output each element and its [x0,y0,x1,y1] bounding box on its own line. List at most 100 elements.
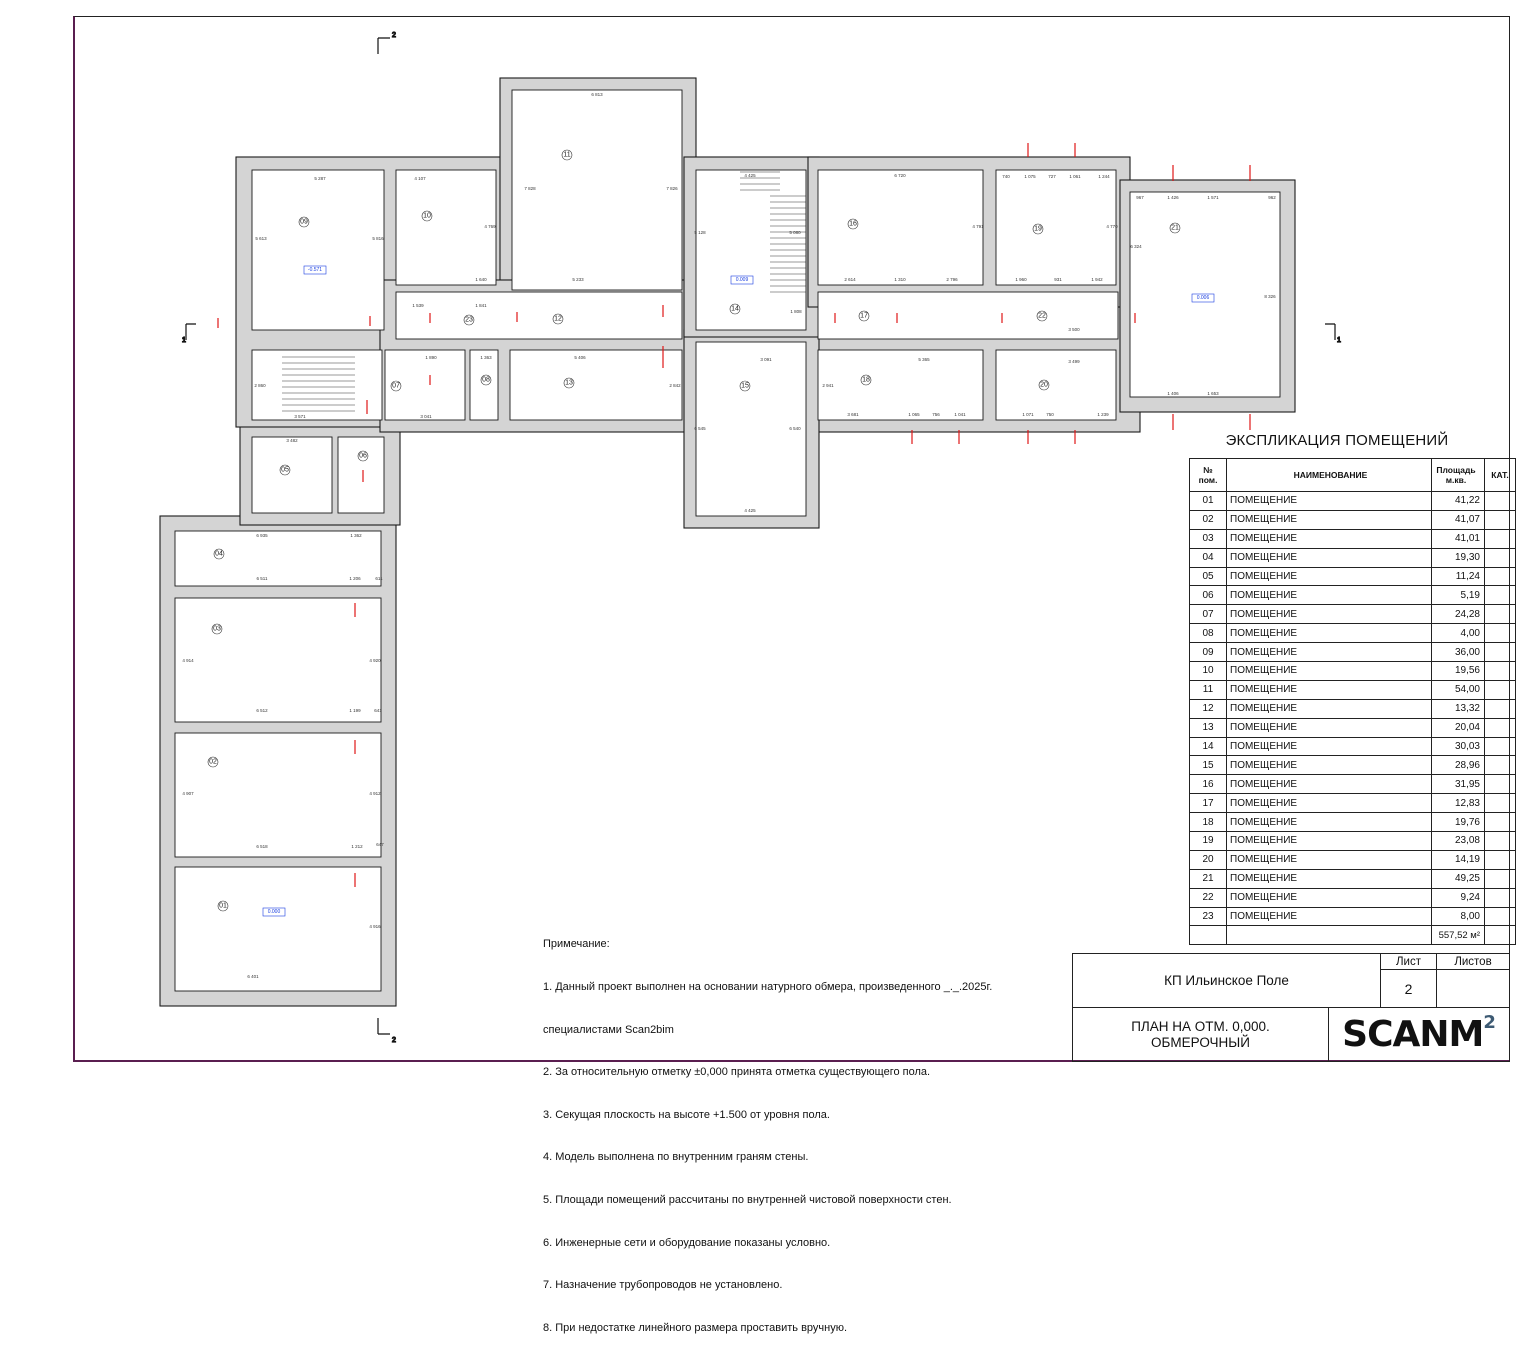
note-line: 6. Инженерные сети и оборудование показа… [543,1236,831,1249]
room-label-06: 06 [359,453,367,460]
sheet-number: 2 [1381,970,1437,1008]
room-label-21: 21 [1171,225,1179,232]
row-num: 01 [1189,491,1227,511]
row-name: ПОМЕЩЕНИЕ [1226,491,1432,511]
row-area: 5,19 [1431,585,1485,606]
dim-label: 931 [1054,277,1062,282]
row-name: ПОМЕЩЕНИЕ [1226,585,1432,606]
row-cat [1484,604,1516,625]
dim-label: 4 914 [182,658,194,663]
row-area: 30,03 [1431,736,1485,757]
dim-label: 5 613 [255,236,267,241]
row-area: 4,00 [1431,623,1485,644]
row-area: 9,24 [1431,887,1485,908]
row-cat [1484,547,1516,568]
row-name: ПОМЕЩЕНИЕ [1226,679,1432,700]
row-area: 19,56 [1431,661,1485,681]
room-label-03: 03 [213,626,221,633]
row-num: 04 [1189,547,1227,568]
row-area: 41,01 [1431,528,1485,549]
logo-superscript: 2 [1483,1012,1496,1033]
row-name: ПОМЕЩЕНИЕ [1226,774,1432,795]
row-name: ПОМЕЩЕНИЕ [1226,642,1432,663]
level-tag-room-21: 0.006 [1197,295,1210,301]
row-cat [1484,887,1516,908]
row-cat [1484,623,1516,644]
title-block: КП Ильинское Поле Лист Листов 2 ПЛАН НА … [1072,953,1510,1062]
dim-label: 5 080 [789,230,801,235]
stairs [282,171,806,412]
room-interiors [174,89,1281,992]
dim-label: 3 499 [1068,359,1080,364]
row-cat [1484,755,1516,776]
dim-label: 6 540 [789,426,801,431]
row-num: 09 [1189,642,1227,663]
drawing-title: ПЛАН НА ОТМ. 0,000. ОБМЕРОЧНЫЙ [1073,1008,1329,1061]
total-cat [1484,925,1516,946]
room-label-14: 14 [731,306,739,313]
dim-label: 1 960 [1015,277,1027,282]
dim-label: 2 860 [254,383,266,388]
dim-label: 1 640 [475,277,487,282]
dim-label: 3 041 [420,414,432,419]
room-label-10: 10 [423,213,431,220]
dim-label: 740 [1002,174,1010,179]
row-cat [1484,736,1516,757]
row-cat [1484,906,1516,927]
row-name: ПОМЕЩЕНИЕ [1226,698,1432,719]
room-label-01: 01 [219,903,227,910]
row-num: 10 [1189,661,1227,681]
header-name: НАИМЕНОВАНИЕ [1226,458,1432,492]
header-num: № пом. [1189,458,1227,492]
dim-label: 6 813 [591,92,603,97]
dim-label: 1 199 [349,708,361,713]
table-total-row: 557,52 м² [1189,925,1516,946]
dim-label: 4 920 [369,658,381,663]
row-name: ПОМЕЩЕНИЕ [1226,623,1432,644]
row-name: ПОМЕЩЕНИЕ [1226,868,1432,889]
drawing-title-line-1: ПЛАН НА ОТМ. 0,000. [1131,1018,1270,1034]
dimension-labels: 6 813 5 287 4 107 4 425 6 720 3 571 6 93… [182,92,1276,979]
note-line: 4. Модель выполнена по внутренним граням… [543,1151,809,1164]
total-num [1189,925,1227,946]
room-label-22: 22 [1038,313,1046,320]
dim-label: 5 128 [694,230,706,235]
header-area: Площадь м.кв. [1431,458,1485,492]
dim-label: 3 091 [760,357,772,362]
row-name: ПОМЕЩЕНИЕ [1226,566,1432,587]
room-label-12: 12 [554,316,562,323]
section-mark-1-right: 1 [1337,337,1341,344]
dim-label: 6 512 [256,708,268,713]
row-name: ПОМЕЩЕНИЕ [1226,906,1432,927]
opening-markers [217,143,1251,887]
dim-label: 5 365 [918,357,930,362]
room-label-13: 13 [565,380,573,387]
room-label-16: 16 [849,221,857,228]
row-num: 18 [1189,812,1227,833]
row-num: 07 [1189,604,1227,625]
dim-label: 8 326 [1264,294,1276,299]
row-name: ПОМЕЩЕНИЕ [1226,547,1432,568]
dim-label: 4 770 [1106,224,1118,229]
table-header-row: № пом. НАИМЕНОВАНИЕ Площадь м.кв. КАТ. [1189,458,1516,492]
row-num: 12 [1189,698,1227,719]
row-area: 23,08 [1431,831,1485,851]
note-line: специалистами Scan2bim [543,1023,674,1036]
row-num: 17 [1189,793,1227,814]
dim-label: 4 425 [744,508,756,513]
dim-label: 6 518 [256,844,268,849]
dim-label: 1 362 [350,533,362,538]
dim-label: 2 614 [844,277,856,282]
dim-label: 1 075 [1024,174,1036,179]
row-cat [1484,566,1516,587]
total-name [1226,925,1432,946]
